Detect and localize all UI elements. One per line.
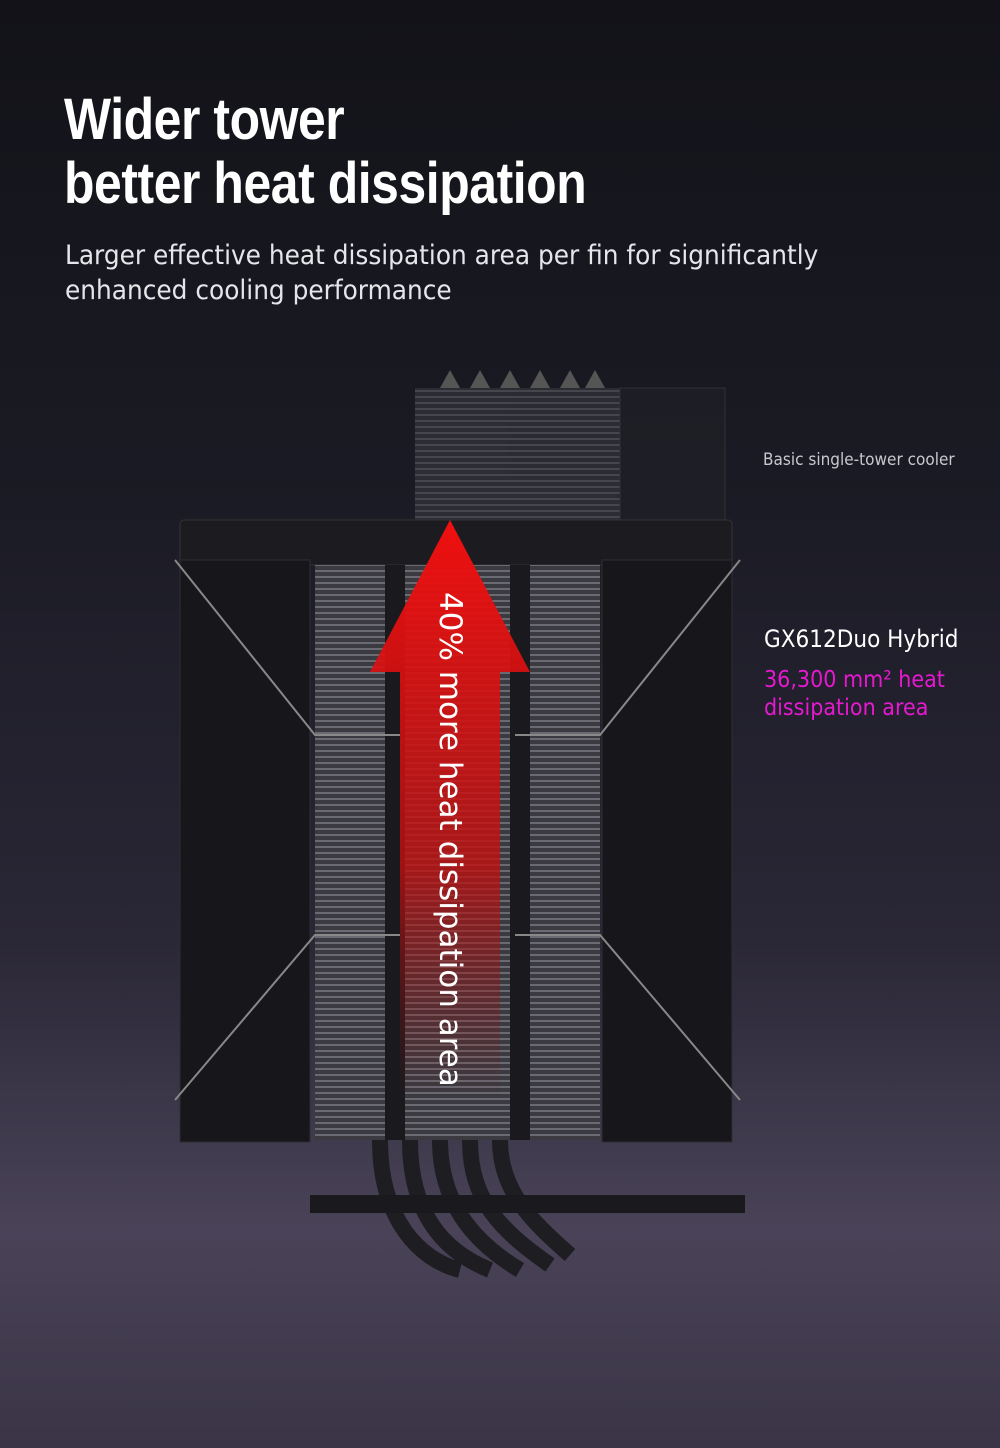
right-fan <box>601 559 733 1143</box>
left-fan <box>179 559 311 1143</box>
area-spec-line2: dissipation area <box>764 695 929 721</box>
mounting-bracket <box>310 1195 745 1213</box>
fan-clips <box>174 559 741 1101</box>
heatpipe-tips <box>440 370 605 388</box>
product-name: GX612Duo Hybrid <box>764 625 959 653</box>
basic-cooler-label: Basic single-tower cooler <box>763 450 955 470</box>
subtitle-line2: enhanced cooling performance <box>65 275 452 306</box>
subtitle: Larger effective heat dissipation area p… <box>65 238 818 308</box>
area-spec: 36,300 mm² heat dissipation area <box>764 666 945 722</box>
headline: Wider tower better heat dissipation <box>64 87 587 216</box>
arrow-label: 40% more heat dissipation area <box>432 592 468 1087</box>
area-spec-line1: 36,300 mm² heat <box>764 667 945 693</box>
headline-line2: better heat dissipation <box>64 151 587 216</box>
single-tower-outline <box>415 387 726 524</box>
arrow-icon <box>370 520 530 1100</box>
headline-line1: Wider tower <box>64 87 345 152</box>
cooler-illustration <box>174 370 745 1278</box>
subtitle-line1: Larger effective heat dissipation area p… <box>65 240 819 271</box>
